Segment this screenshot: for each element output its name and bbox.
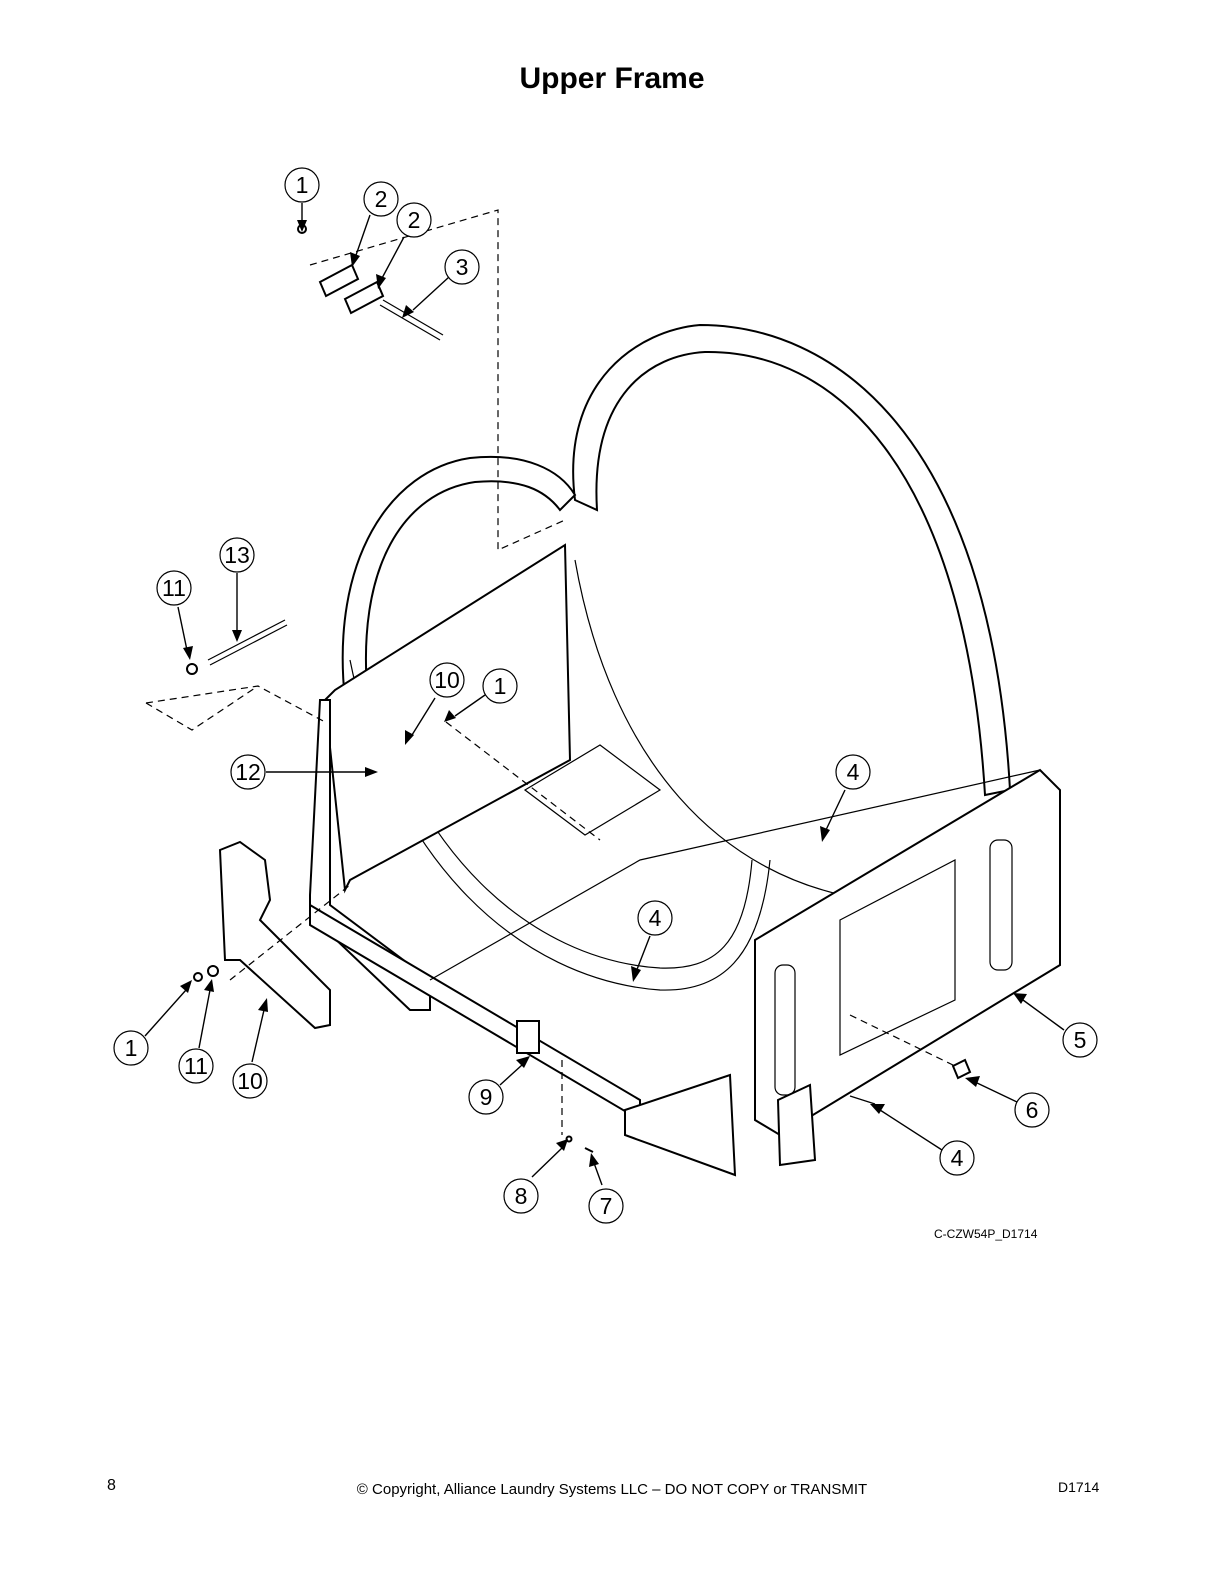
page-title: Upper Frame	[519, 62, 705, 95]
svg-text:4: 4	[951, 1145, 964, 1171]
callout-11-lower: 11	[178, 1048, 214, 1084]
svg-text:10: 10	[237, 1068, 263, 1094]
svg-text:9: 9	[480, 1084, 493, 1110]
callout-1-middle: 1	[482, 668, 518, 704]
callout-5: 5	[1062, 1022, 1098, 1058]
callout-1-top: 1	[284, 167, 320, 203]
callout-2-right: 2	[396, 202, 432, 238]
document-code: D1714	[1058, 1479, 1100, 1495]
callout-10-lower: 10	[232, 1063, 268, 1099]
svg-text:6: 6	[1026, 1097, 1039, 1123]
page-number: 8	[107, 1477, 116, 1494]
svg-text:2: 2	[375, 186, 388, 212]
callout-3: 3	[444, 249, 480, 285]
callout-4-upper-right: 4	[835, 754, 871, 790]
callout-11-upper: 11	[156, 570, 192, 606]
callout-7: 7	[588, 1188, 624, 1224]
svg-text:8: 8	[515, 1183, 528, 1209]
svg-text:10: 10	[434, 667, 460, 693]
svg-text:12: 12	[235, 759, 261, 785]
callout-6: 6	[1014, 1092, 1050, 1128]
svg-text:1: 1	[125, 1035, 138, 1061]
svg-text:13: 13	[224, 542, 250, 568]
svg-text:11: 11	[184, 1053, 208, 1079]
callout-1-lower-left: 1	[113, 1030, 149, 1066]
callout-2-left: 2	[363, 181, 399, 217]
svg-text:4: 4	[649, 905, 662, 931]
svg-text:4: 4	[847, 759, 860, 785]
callout-12: 12	[230, 754, 266, 790]
svg-text:7: 7	[600, 1193, 613, 1219]
svg-text:1: 1	[494, 673, 507, 699]
callout-9: 9	[468, 1079, 504, 1115]
svg-text:1: 1	[296, 172, 309, 198]
svg-text:2: 2	[408, 207, 421, 233]
callout-4-center: 4	[637, 900, 673, 936]
callout-4-lower-right: 4	[939, 1140, 975, 1176]
svg-text:5: 5	[1074, 1027, 1087, 1053]
callout-leaders	[144, 203, 1065, 1186]
svg-text:3: 3	[456, 254, 469, 280]
callout-13: 13	[219, 537, 255, 573]
drawing-id: C-CZW54P_D1714	[934, 1227, 1038, 1241]
callout-8: 8	[503, 1178, 539, 1214]
frame-drawing	[186, 224, 1061, 1177]
copyright-notice: © Copyright, Alliance Laundry Systems LL…	[356, 1481, 868, 1498]
svg-text:11: 11	[162, 575, 186, 601]
callout-10-upper: 10	[429, 662, 465, 698]
